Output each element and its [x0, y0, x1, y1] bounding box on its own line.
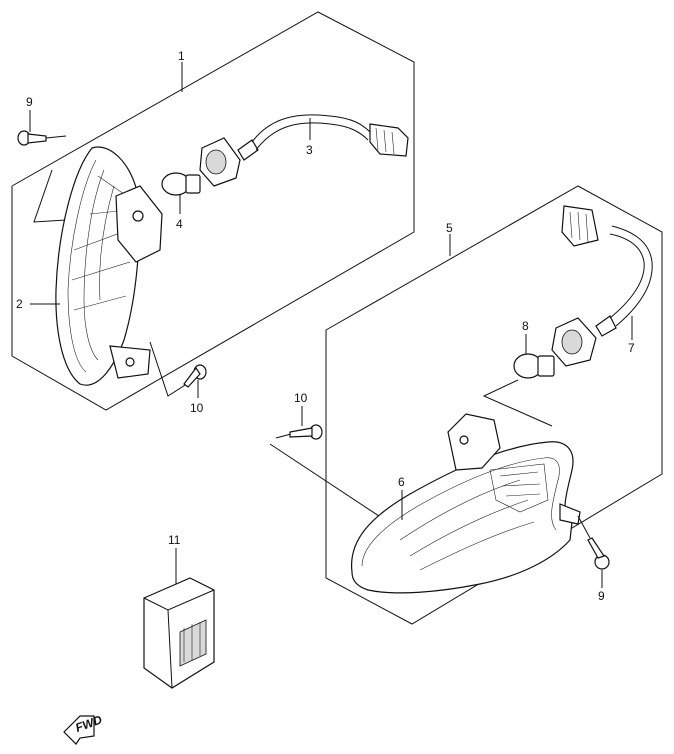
- rear-bulb-part-8: [513, 353, 555, 379]
- callout-6: 6: [398, 475, 405, 489]
- callout-leaders: [29, 62, 633, 588]
- callout-labels: 1 2 3 4 5 6 7 8 9 9 10 10 11: [16, 49, 635, 603]
- callout-9-top: 9: [26, 95, 33, 109]
- assembly-5-box: [269, 185, 663, 625]
- callout-1: 1: [178, 49, 185, 63]
- front-lens-part-2: [55, 146, 163, 386]
- screw-part-9-top: [17, 130, 67, 146]
- screw-part-10-right: [289, 424, 323, 440]
- forward-direction-arrow: FWD: [63, 712, 104, 745]
- screw-part-10-left: [183, 364, 207, 388]
- callout-4: 4: [176, 217, 183, 231]
- callout-7: 7: [628, 341, 635, 355]
- front-socket-harness-part-3: [199, 114, 409, 187]
- callout-3: 3: [306, 143, 313, 157]
- callout-11: 11: [168, 533, 181, 547]
- callout-2: 2: [16, 297, 23, 311]
- callout-10-left: 10: [190, 401, 204, 415]
- front-bulb-part-4: [161, 172, 201, 196]
- rear-socket-harness-part-7: [551, 205, 653, 367]
- callout-9-bottom: 9: [598, 589, 605, 603]
- callout-5: 5: [446, 221, 453, 235]
- relay-part-11: [143, 577, 215, 689]
- callout-10-right: 10: [294, 391, 308, 405]
- callout-8: 8: [522, 319, 529, 333]
- screw-part-9-bottom: [577, 515, 610, 570]
- rear-housing-part-6: [350, 413, 581, 594]
